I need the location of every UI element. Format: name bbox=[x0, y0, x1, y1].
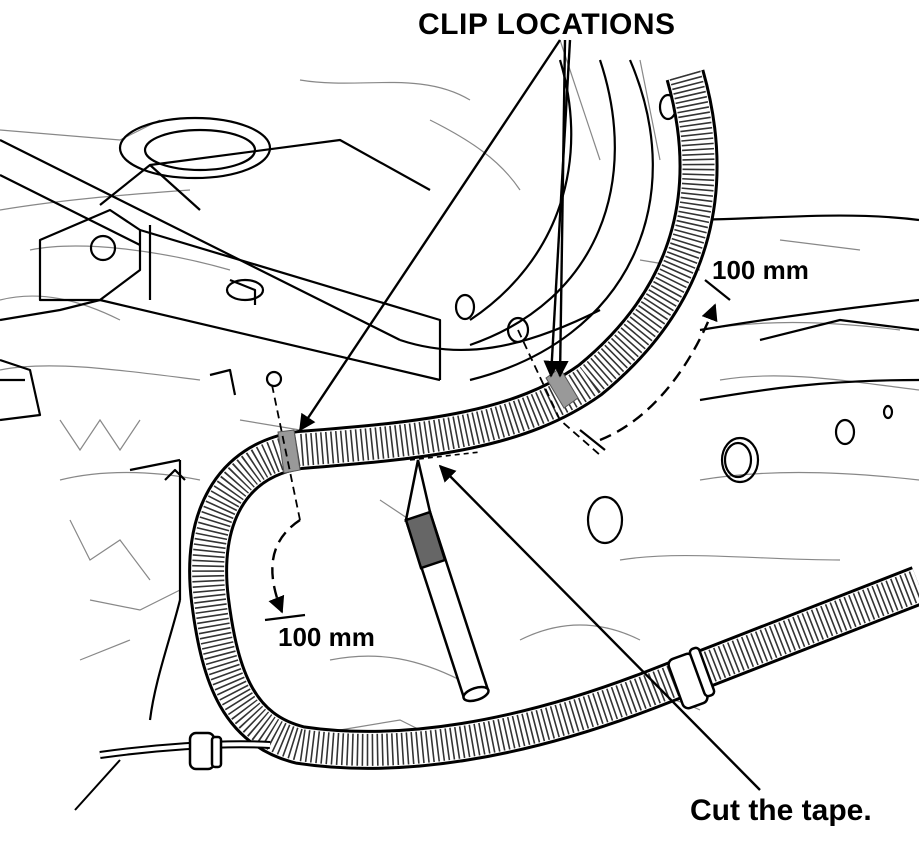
chassis-structure bbox=[0, 59, 919, 721]
cut-tape-label: Cut the tape. bbox=[690, 794, 872, 827]
cut-pointer-arrow bbox=[438, 464, 761, 791]
dimension-ticks bbox=[264, 279, 731, 622]
harness-corrugation bbox=[192, 70, 919, 766]
knife-grip-knurl bbox=[404, 510, 447, 570]
clip-arrow-left bbox=[299, 39, 561, 432]
clip-arrow-center bbox=[551, 39, 569, 378]
clip-pointer-arrows bbox=[299, 39, 572, 432]
dimension-arc-upper bbox=[599, 303, 718, 442]
clip-locations-label: CLIP LOCATIONS bbox=[418, 8, 676, 41]
dimension-label-upper: 100 mm bbox=[712, 255, 809, 285]
knife-icon bbox=[404, 459, 490, 703]
dimension-label-lower: 100 mm bbox=[278, 622, 375, 652]
harness-grommet-left bbox=[188, 731, 223, 771]
harness-grommet-right bbox=[667, 646, 716, 710]
knife-blade bbox=[404, 459, 432, 522]
wiring-harness bbox=[74, 69, 919, 811]
clip-reference-lines bbox=[271, 329, 601, 521]
clip-arrow-right bbox=[543, 39, 572, 378]
dimension-arc-lower bbox=[268, 519, 301, 614]
dimension-arcs bbox=[268, 303, 718, 614]
cut-line bbox=[409, 451, 481, 461]
